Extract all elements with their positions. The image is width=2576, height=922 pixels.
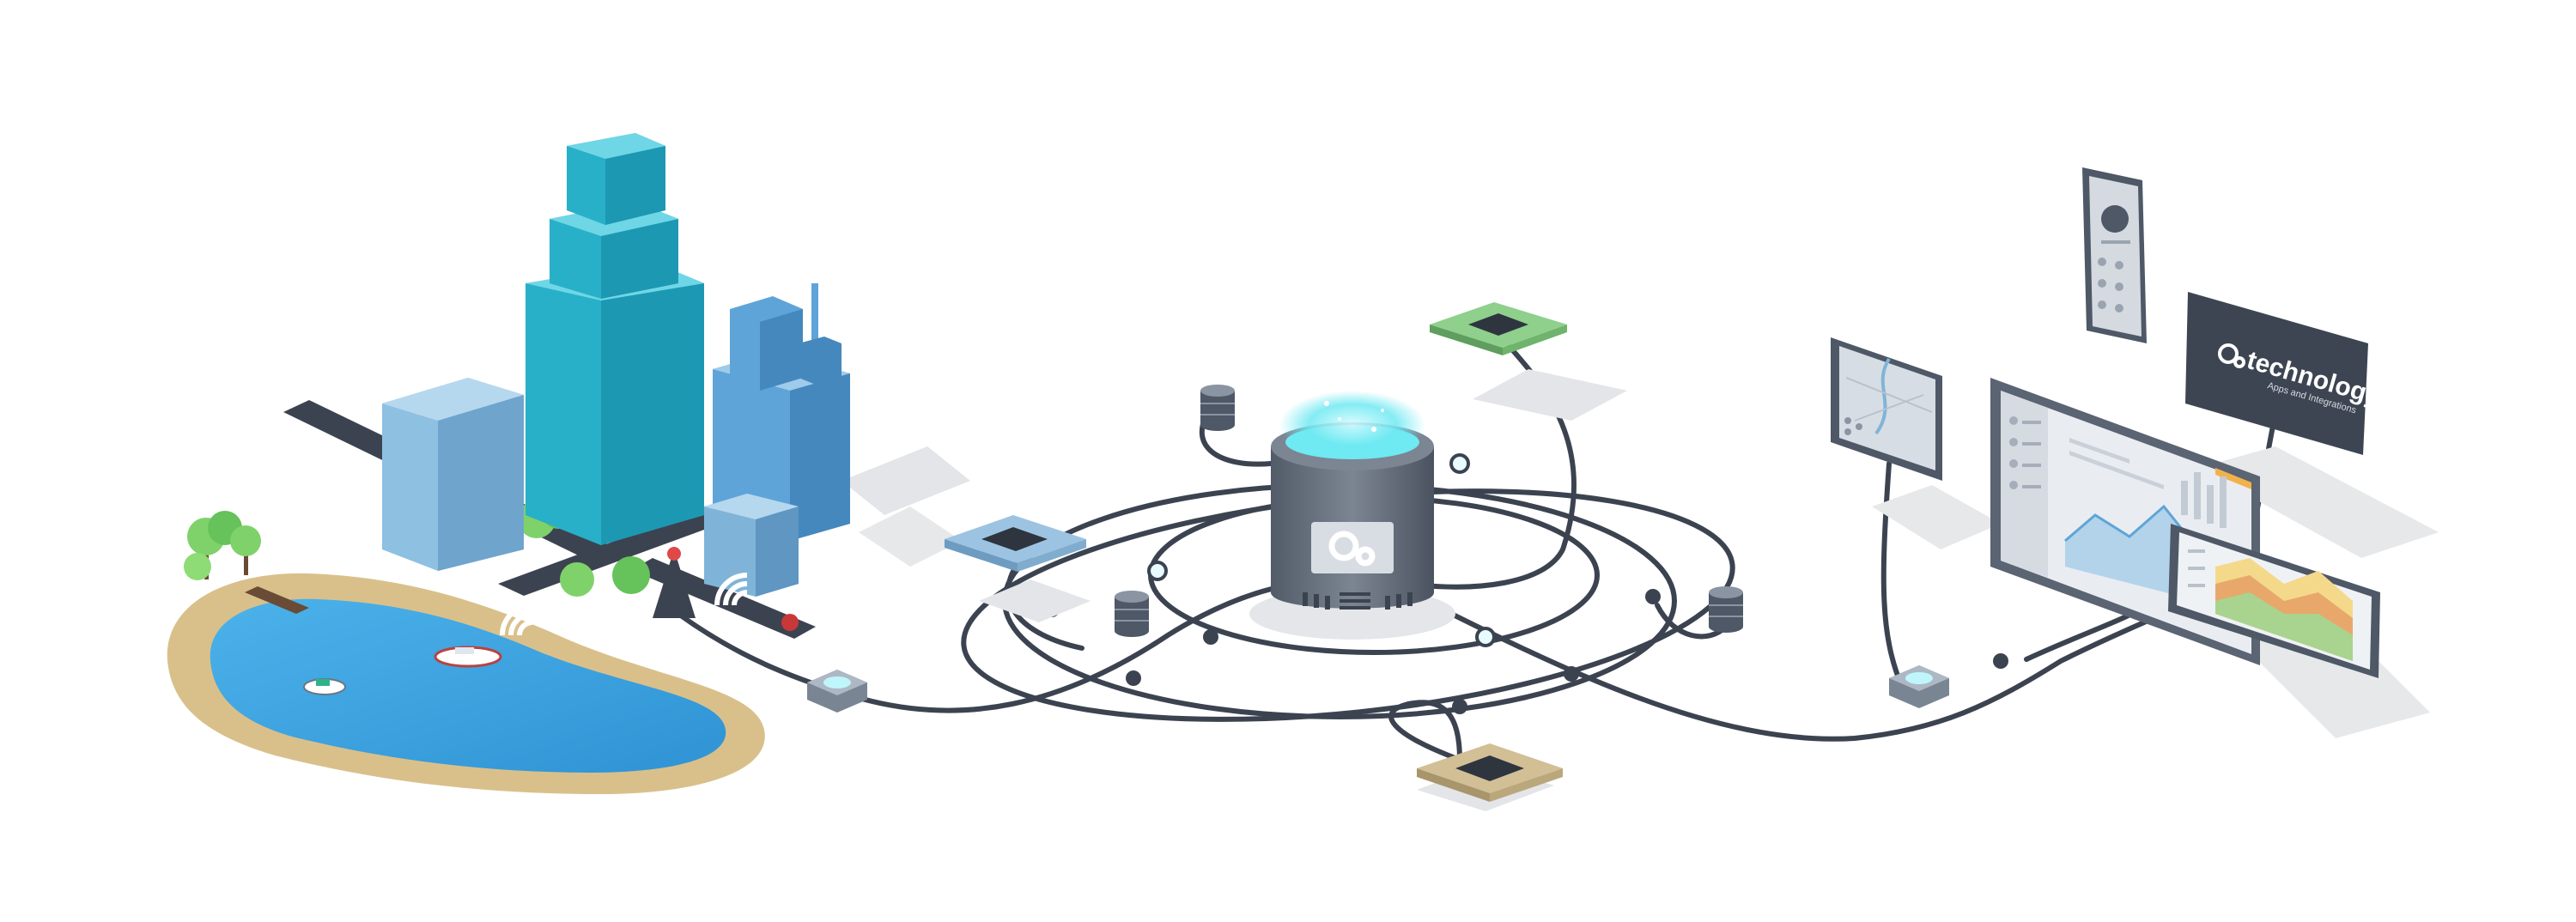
- c-link-logo-icon: [2218, 343, 2245, 368]
- database-icon: [1200, 385, 1235, 431]
- glow-node: [1475, 627, 1496, 647]
- hub-sparkles: [1324, 388, 1384, 432]
- tree-cluster: [184, 511, 261, 580]
- building-left: [382, 378, 524, 571]
- bar-chart: [2181, 472, 2227, 528]
- building-small: [704, 494, 799, 597]
- map-screen: [1831, 337, 1942, 481]
- cpu-chip-icon: [981, 527, 1048, 551]
- glow-node: [1147, 561, 1168, 581]
- junction-node: [1126, 670, 1141, 686]
- junction-node: [1203, 629, 1218, 645]
- cpu-chip-icon: [1468, 313, 1528, 336]
- gateway-node-left: [807, 670, 867, 713]
- chart-card: [2168, 524, 2380, 678]
- glow-nodes: [1147, 453, 1496, 647]
- tower-main: [526, 133, 704, 545]
- avatar-icon: [2101, 205, 2129, 233]
- hub-vents: [1303, 592, 1413, 610]
- boat: [434, 646, 502, 668]
- hub-logo-plate: [1311, 522, 1394, 573]
- boat: [303, 678, 346, 695]
- central-hub: [1249, 388, 1455, 640]
- cpu-chip-tan: [1417, 743, 1563, 811]
- cable-tan-chip: [1388, 700, 1462, 762]
- gateway-node-right: [1889, 665, 1949, 708]
- cell-tower: [653, 547, 696, 618]
- junction-node: [1993, 653, 2008, 669]
- c-link-logo-icon: [1328, 531, 1376, 567]
- junction-node: [1564, 666, 1579, 682]
- database-icon: [1115, 591, 1149, 637]
- building-shadow: [841, 446, 970, 515]
- mobile-app-screen: [2082, 167, 2147, 343]
- cpu-chip-green: [1430, 302, 1627, 421]
- hub-glow: [1279, 391, 1425, 459]
- cable-hub-dashboard: [1406, 590, 2175, 742]
- wifi-icon: [714, 573, 748, 606]
- area-chart: [2065, 506, 2198, 601]
- city-group: [167, 133, 970, 794]
- wifi-icon: [500, 603, 533, 636]
- motorbike: [781, 614, 799, 631]
- junction-node: [1645, 589, 1661, 604]
- junction-node: [1452, 699, 1467, 714]
- building-shadow: [859, 506, 962, 567]
- cpu-chip-icon: [1455, 755, 1524, 781]
- lake-water: [210, 598, 726, 773]
- cable-city-hub: [676, 581, 1308, 713]
- database-icon: [1709, 586, 1743, 633]
- glow-node: [1449, 453, 1470, 474]
- cpu-chip-blue: [945, 515, 1091, 622]
- brand-panel: technology Apps and Integrations: [2185, 292, 2384, 455]
- pier: [245, 586, 309, 614]
